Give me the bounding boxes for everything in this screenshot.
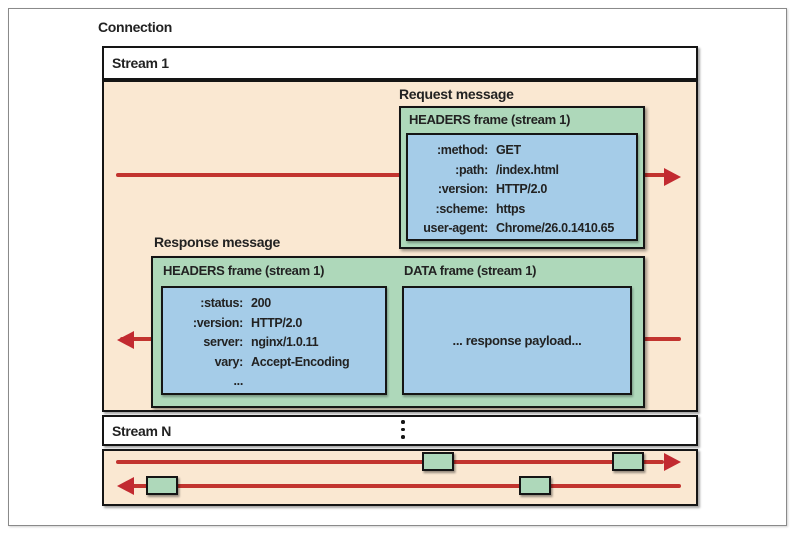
field-key: vary:: [214, 354, 244, 369]
vertical-ellipsis-icon: [401, 420, 405, 439]
request-headers-frame: HEADERS frame (stream 1) :method: GET :pa…: [399, 106, 645, 249]
outbound-arrow-line: [116, 460, 664, 464]
field-value: Accept-Encoding: [251, 354, 350, 369]
response-frames-group: HEADERS frame (stream 1) DATA frame (str…: [151, 256, 645, 408]
field-key: ...: [233, 374, 243, 388]
streamN-bar: Stream N: [102, 415, 698, 446]
request-message-label: Request message: [399, 86, 514, 102]
field-value: 200: [251, 296, 271, 310]
field-key: :scheme:: [435, 201, 489, 216]
streamN-panel: [102, 449, 698, 506]
response-headers-block: :status: 200 :version: HTTP/2.0 server: ngi…: [161, 286, 387, 395]
inbound-arrow-line: [120, 484, 681, 488]
stream1-panel: Request message HEADERS frame (stream 1)…: [102, 80, 698, 412]
response-payload-text: ... response payload...: [452, 333, 582, 348]
field-key: user-agent:: [423, 221, 488, 235]
field-key: :version:: [192, 315, 243, 330]
field-key: :version:: [437, 182, 488, 196]
field-value: nginx/1.0.11: [251, 335, 319, 349]
response-data-block: ... response payload...: [402, 286, 632, 395]
frame-chip: [519, 476, 551, 495]
request-fields: :method: GET :path: /index.html :version: H…: [408, 135, 636, 239]
field-value: /index.html: [496, 162, 559, 177]
stream1-bar: Stream 1: [102, 46, 698, 80]
frame-chip: [146, 476, 178, 495]
field-value: HTTP/2.0: [496, 182, 548, 196]
request-headers-block: :method: GET :path: /index.html :version: H…: [406, 133, 638, 241]
connection-box: Connection Stream 1 Request message HEAD…: [8, 8, 787, 526]
field-key: server:: [203, 335, 243, 349]
response-arrowhead-icon: [117, 331, 134, 349]
streams-stack: Stream 1 Request message HEADERS frame (…: [102, 46, 698, 506]
field-value: GET: [496, 143, 521, 157]
request-arrowhead-icon: [664, 168, 681, 186]
connection-label: Connection: [98, 19, 172, 35]
response-data-frame-title: DATA frame (stream 1): [404, 263, 537, 278]
frame-chip: [612, 452, 644, 471]
response-fields: :status: 200 :version: HTTP/2.0 server: ngi…: [163, 288, 385, 392]
response-message-label: Response message: [154, 234, 280, 250]
field-key: :method:: [436, 143, 488, 157]
frame-chip: [422, 452, 454, 471]
inbound-arrowhead-icon: [117, 477, 134, 495]
response-headers-frame-title: HEADERS frame (stream 1): [163, 263, 325, 278]
request-arrow-line: [116, 173, 666, 177]
streamN-label: Stream N: [112, 422, 172, 439]
field-value: https: [496, 201, 526, 216]
field-value: Chrome/26.0.1410.65: [496, 221, 614, 235]
field-key: :status:: [200, 296, 243, 310]
field-key: :path:: [455, 162, 488, 177]
stream1-label: Stream 1: [112, 55, 169, 71]
request-frame-title: HEADERS frame (stream 1): [409, 112, 571, 127]
field-value: HTTP/2.0: [251, 315, 303, 330]
outbound-arrowhead-icon: [664, 453, 681, 471]
field-value: [251, 372, 385, 392]
